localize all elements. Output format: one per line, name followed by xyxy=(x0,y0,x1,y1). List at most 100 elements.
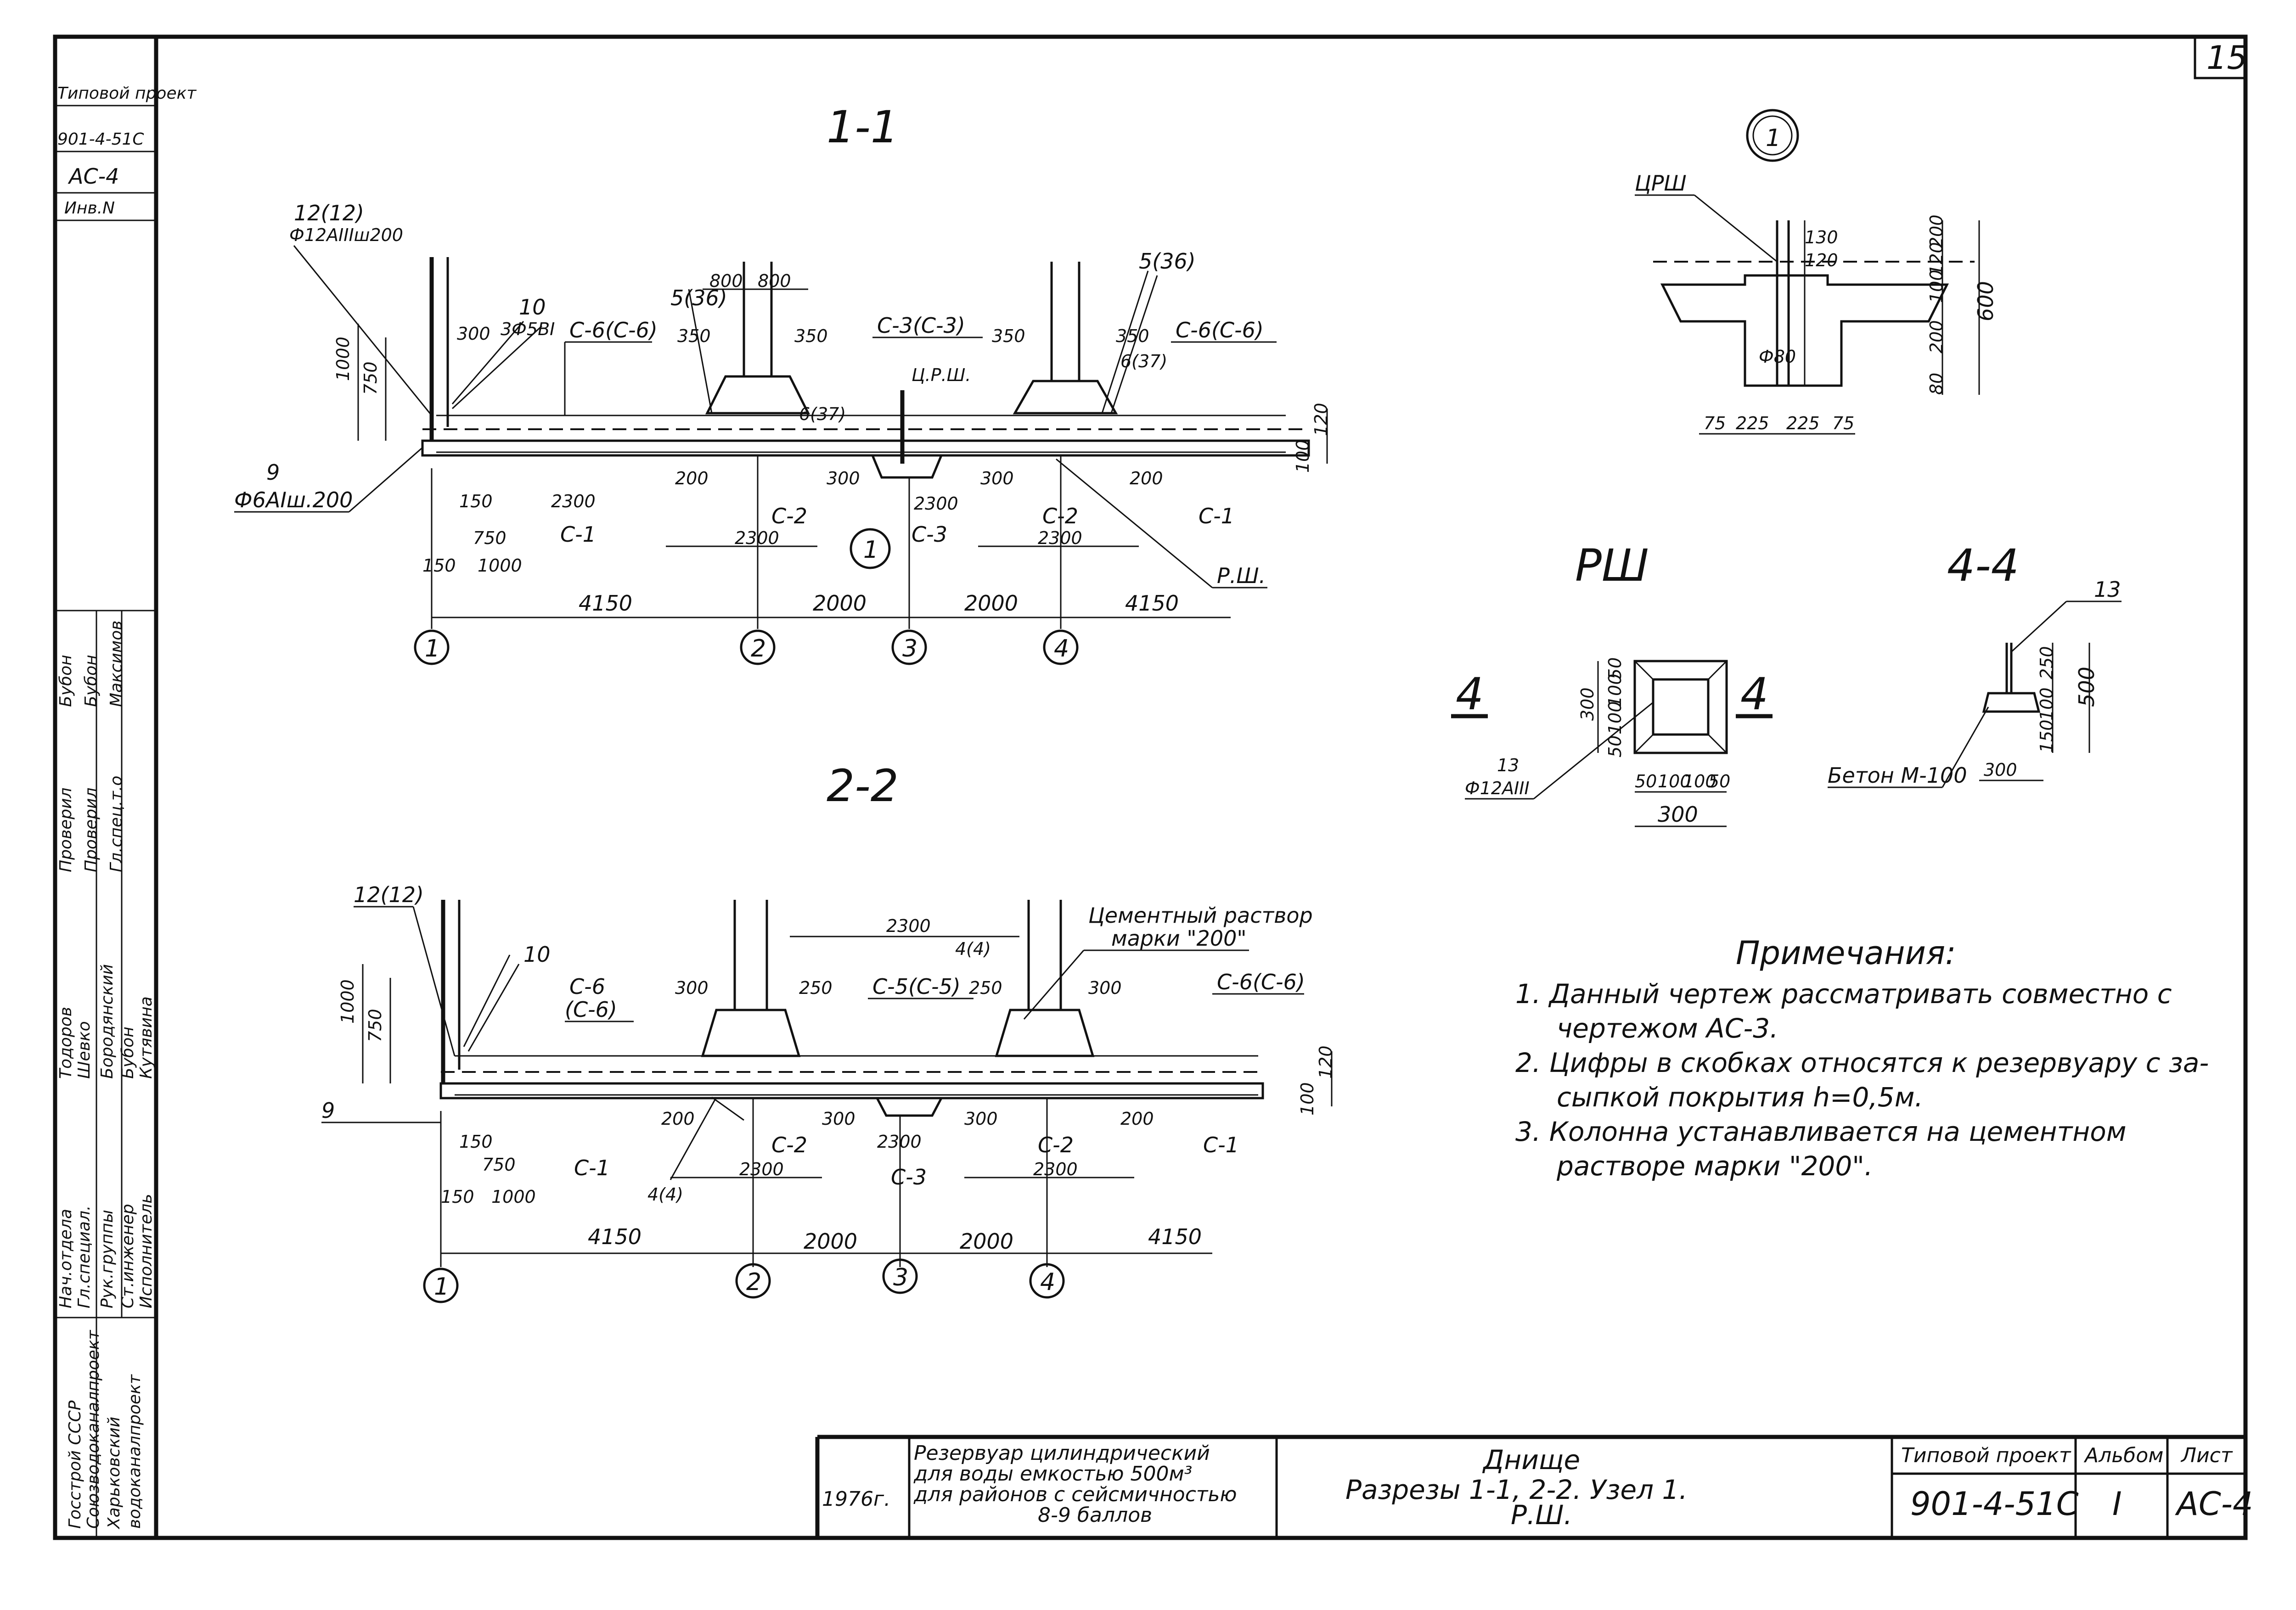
rsh-dim-50b: 50 xyxy=(1605,735,1625,757)
s11-reinf-top: 12(12) xyxy=(294,201,364,225)
tb-object-0: Резервуар цилиндрический xyxy=(914,1442,1210,1465)
s22-mesh-c3: С-3 xyxy=(891,1165,927,1189)
sheet-number: 15 xyxy=(2206,39,2247,77)
tb-sheet-title-1: Разрезы 1-1, 2-2. Узел 1. xyxy=(1345,1474,1688,1505)
notes: Примечания: 1. Данный чертеж рассматрива… xyxy=(1515,934,2209,1182)
s22-dim-2300top: 2300 xyxy=(886,916,931,936)
tb-sheet-title-2: Р.Ш. xyxy=(1511,1499,1572,1531)
tb-album-value: I xyxy=(2112,1485,2122,1523)
s22-mark-4-bottom: 4(4) xyxy=(647,1184,683,1205)
s22-dim-2300a: 2300 xyxy=(739,1159,784,1179)
s22-dim-200a: 200 xyxy=(661,1109,695,1129)
section-2-2-title: 2-2 xyxy=(827,760,899,812)
s11-mesh-c2a: С-2 xyxy=(771,504,807,528)
notes-heading: Примечания: xyxy=(1736,934,1956,972)
s22-mortar-1: Цементный раствор xyxy=(1088,903,1313,928)
s22-dim-120: 120 xyxy=(1316,1045,1336,1079)
stamp-name-1: Шевко xyxy=(75,1021,94,1079)
s11-bar-10-spec: 3Ф5BI xyxy=(501,319,555,339)
s22-dim-2300b: 2300 xyxy=(877,1132,922,1152)
rsh-inner xyxy=(1652,678,1710,736)
s22-axis-3: 3 xyxy=(893,1264,908,1291)
note-line-0: 1. Данный чертеж рассматривать совместно… xyxy=(1515,978,2172,1010)
s22-dim-250a: 250 xyxy=(799,978,833,998)
rsh-dim-100a: 100 xyxy=(1605,673,1625,707)
s11-mesh-c1a: С-1 xyxy=(560,522,596,547)
tb-year: 1976г. xyxy=(822,1487,890,1511)
s22-axis-4: 4 xyxy=(1040,1268,1055,1296)
s11-span-2: 2000 xyxy=(964,591,1018,616)
s22-dim-300c: 300 xyxy=(822,1109,855,1129)
title-block: 1976г. Резервуар цилиндрический для воды… xyxy=(815,1435,2253,1538)
stamp-name-4: Кутявина xyxy=(137,996,156,1079)
s22-dim-750: 750 xyxy=(365,1009,385,1042)
s22-dim-2300c: 2300 xyxy=(1033,1159,1078,1179)
s11-dim-150b: 150 xyxy=(422,555,456,576)
node-1-dim-130: 130 xyxy=(1805,227,1838,247)
s11-dim-350d: 350 xyxy=(1116,326,1149,346)
s22-dim-250b: 250 xyxy=(969,978,1002,998)
node-1-dim-600: 600 xyxy=(1973,281,1998,321)
node-1-concrete xyxy=(1660,274,1949,387)
s11-mark-5-right: 5(36) xyxy=(1139,249,1196,274)
rsh-dim-300v: 300 xyxy=(1577,687,1598,721)
note-line-2: 2. Цифры в скобках относятся к резервуар… xyxy=(1515,1047,2209,1078)
rsh-dim-300h: 300 xyxy=(1658,802,1698,827)
s22-axis-2: 2 xyxy=(746,1268,761,1296)
section-1-1-title: 1-1 xyxy=(827,101,899,153)
rsh-bar-13: 13 xyxy=(1497,755,1519,775)
s11-dim-2300c: 2300 xyxy=(735,528,779,548)
slab-1-1 xyxy=(421,439,1310,457)
s22-dim-300b: 300 xyxy=(1088,978,1122,998)
s22-mesh-c6-left-b: (С-6) xyxy=(565,997,617,1022)
s11-dim-2300d: 2300 xyxy=(1038,528,1082,548)
rsh-dim-50c: 50 xyxy=(1635,771,1657,791)
stamp-top-2: АС-4 xyxy=(68,164,119,189)
stamp-role-0: Нач.отдела xyxy=(56,1209,75,1308)
stamp-name-3: Бубон xyxy=(118,1027,137,1079)
s11-bar-10: 10 xyxy=(519,295,546,320)
note-line-4: 3. Колонна устанавливается на цементном xyxy=(1515,1116,2127,1147)
stamp-name2-0: Бубон xyxy=(56,655,75,707)
node-1-dim-75a: 75 xyxy=(1704,413,1726,433)
s11-mark-6-right: 6(37) xyxy=(1120,351,1167,371)
stamp-name-2: Бородянский xyxy=(98,964,117,1079)
s22-span-0: 4150 xyxy=(588,1224,642,1249)
section-2-2: 2-2 12(12) 10 9 С-6 (С-6) С-6(С-6) С-5(С… xyxy=(321,760,1336,1303)
s22-dim-150b: 150 xyxy=(441,1187,474,1207)
s22-span-2: 2000 xyxy=(960,1229,1013,1254)
stamp-role2-1: Проверил xyxy=(82,787,101,872)
s11-bar-9: 9 xyxy=(266,460,280,485)
tb-project-code: 901-4-51С xyxy=(1910,1485,2079,1523)
stamp-top-3: Инв.N xyxy=(64,199,115,218)
stamp-org-3: водоканалпроект xyxy=(125,1374,144,1529)
s11-mesh-c1b: С-1 xyxy=(1199,504,1234,528)
s22-axis-1: 1 xyxy=(434,1273,449,1301)
sheet-frame xyxy=(53,34,2248,1540)
s11-dim-750b: 750 xyxy=(473,528,506,548)
node-1-dim-75b: 75 xyxy=(1832,413,1854,433)
s44-block xyxy=(1982,692,2041,713)
s22-bar-9: 9 xyxy=(321,1098,335,1123)
node-1-title: 1 xyxy=(1766,124,1781,152)
s11-axis-2: 2 xyxy=(751,635,766,662)
rsh-dim-100c: 100 xyxy=(1658,771,1691,791)
rsh-outer xyxy=(1633,660,1728,754)
s22-dim-100: 100 xyxy=(1297,1082,1317,1116)
s11-span-1: 2000 xyxy=(813,591,867,616)
node-1-detail: 1 ЦРШ Ф80 200 120 100 200 80 600 75 225 … xyxy=(1635,109,1998,435)
sheet-number-box xyxy=(2194,35,2247,79)
tb-sheet-label: Лист xyxy=(2180,1444,2233,1467)
s22-dim-300a: 300 xyxy=(675,978,709,998)
s11-dim-2300a: 2300 xyxy=(551,491,596,511)
s11-dim-350a: 350 xyxy=(677,326,711,346)
s22-dim-300d: 300 xyxy=(964,1109,998,1129)
s11-dim-100: 100 xyxy=(1293,439,1313,473)
s22-span-1: 2000 xyxy=(804,1229,857,1254)
s11-dim-150a: 150 xyxy=(459,491,493,511)
rsh-dim-100b: 100 xyxy=(1605,701,1625,735)
rsh-cut-right: 4 xyxy=(1740,668,1768,720)
node-1-crsh: ЦРШ xyxy=(1635,171,1687,196)
stamp-org-0: Госстрой СССР xyxy=(66,1400,84,1529)
tb-object-2: для районов с сейсмичностью xyxy=(913,1483,1237,1506)
